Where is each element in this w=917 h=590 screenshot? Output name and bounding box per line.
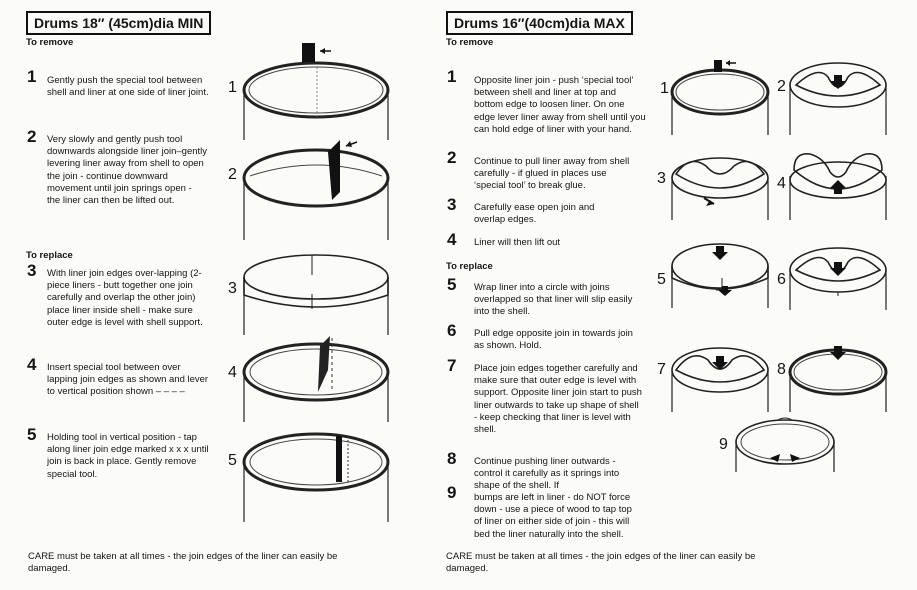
left-figure-label-3: 3 — [228, 280, 237, 297]
left-remove-heading: To remove — [26, 37, 74, 48]
left-step-4-text: Insert special tool between over lapping… — [47, 362, 209, 398]
drum-illustration-right-8 — [788, 346, 888, 412]
drum-illustration-right-5 — [670, 238, 770, 308]
right-step-3-number: 3 — [447, 195, 457, 214]
left-figure-label-5: 5 — [228, 452, 237, 469]
right-step-6-number: 6 — [447, 321, 457, 340]
right-step-9-text: bumps are left in liner - do NOT force d… — [474, 492, 632, 540]
left-figure-label-1: 1 — [228, 79, 237, 96]
right-figure-label-2: 2 — [777, 78, 786, 95]
left-step-2-number: 2 — [27, 127, 37, 146]
right-remove-heading: To remove — [446, 37, 494, 48]
right-step-5-text: Wrap liner into a circle with joins over… — [474, 282, 633, 318]
drum-illustration-right-4 — [788, 148, 888, 220]
left-figure-label-2: 2 — [228, 166, 237, 183]
right-step-8-number: 8 — [447, 449, 457, 468]
right-step-1-text: Opposite liner join - push ‘special tool… — [474, 75, 646, 135]
right-step-7-number: 7 — [447, 356, 457, 375]
drum-illustration-right-1 — [670, 60, 770, 135]
left-step-1-number: 1 — [27, 67, 37, 86]
left-step-4-number: 4 — [27, 355, 37, 374]
right-step-2-text: Continue to pull liner away from shell c… — [474, 156, 630, 192]
left-step-2-text: Very slowly and gently push tool downwar… — [47, 134, 208, 207]
drum-illustration-right-9 — [734, 412, 836, 472]
right-step-6-text: Pull edge opposite join in towards join … — [474, 328, 633, 352]
right-step-7-text: Place join edges together carefully and … — [474, 363, 642, 436]
right-step-3-text: Carefully ease open join and overlap edg… — [474, 202, 595, 226]
left-step-3-text: With liner join edges over-lapping (2-pi… — [47, 268, 203, 328]
left-replace-heading: To replace — [26, 250, 73, 261]
right-figure-label-8: 8 — [777, 361, 786, 378]
left-step-5-number: 5 — [27, 425, 37, 444]
right-figure-label-3: 3 — [657, 170, 666, 187]
right-replace-heading: To replace — [446, 261, 493, 272]
drum-illustration-left-4 — [236, 336, 396, 422]
drum-illustration-right-2 — [788, 55, 888, 135]
right-figure-label-4: 4 — [777, 175, 786, 192]
right-step-4-text: Liner will then lift out — [474, 237, 561, 248]
right-step-2-number: 2 — [447, 148, 457, 167]
drum-illustration-right-3 — [670, 148, 770, 220]
right-step-1-number: 1 — [447, 67, 457, 86]
right-figure-label-1: 1 — [660, 80, 669, 97]
left-figure-label-4: 4 — [228, 364, 237, 381]
right-figure-label-5: 5 — [657, 271, 666, 288]
right-figure-label-7: 7 — [657, 361, 666, 378]
left-step-3-number: 3 — [27, 261, 37, 280]
drum-illustration-left-1 — [236, 43, 396, 140]
drum-illustration-right-6 — [788, 240, 888, 310]
right-step-9-number: 9 — [447, 483, 457, 502]
right-step-8-text: Continue pushing liner outwards - contro… — [474, 456, 620, 492]
right-care-note: CARE must be taken at all times - the jo… — [446, 551, 756, 575]
left-step-1-text: Gently push the special tool between she… — [47, 75, 209, 99]
right-step-5-number: 5 — [447, 275, 457, 294]
left-title: Drums 18″ (45cm)dia MIN — [26, 11, 212, 35]
right-figure-label-6: 6 — [777, 271, 786, 288]
left-step-5-text: Holding tool in vertical position - tap … — [47, 432, 209, 480]
drum-illustration-right-7 — [670, 340, 770, 412]
right-title: Drums 16″(40cm)dia MAX — [446, 11, 633, 35]
drum-illustration-left-5 — [236, 422, 396, 522]
drum-illustration-left-3 — [236, 247, 396, 335]
drum-illustration-left-2 — [236, 140, 396, 240]
right-step-4-number: 4 — [447, 230, 457, 249]
right-figure-label-9: 9 — [719, 436, 728, 453]
left-care-note: CARE must be taken at all times - the jo… — [28, 551, 338, 575]
